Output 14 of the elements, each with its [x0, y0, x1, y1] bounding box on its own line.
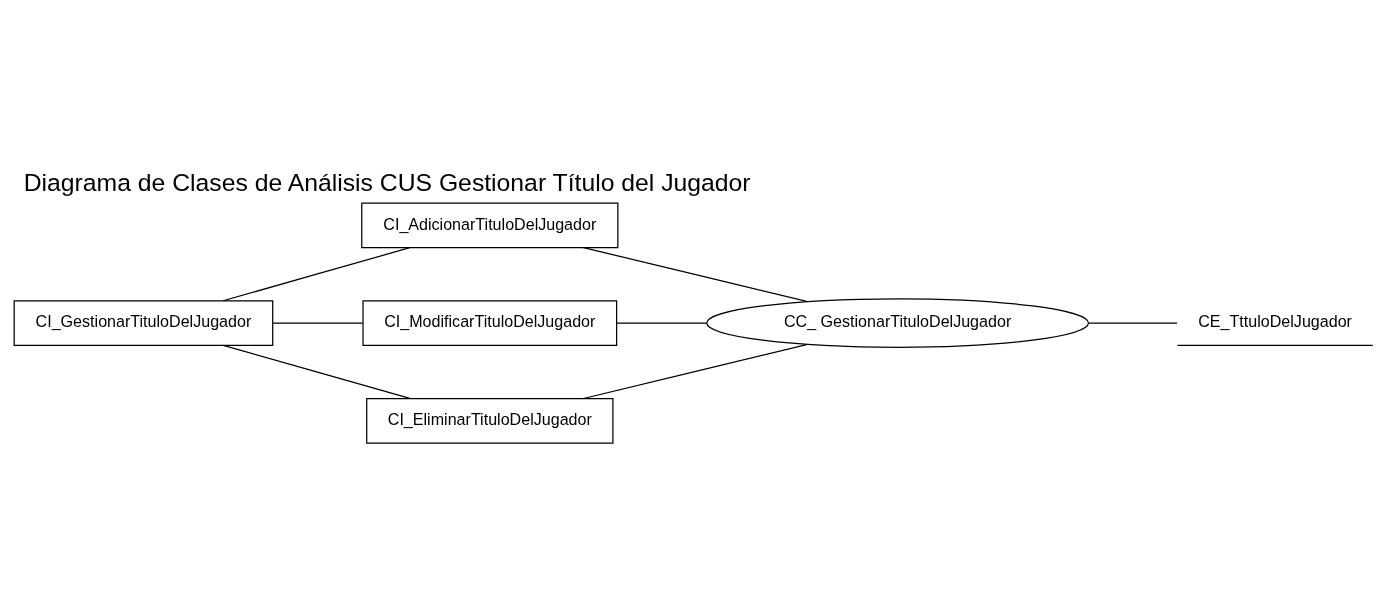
connector: [616, 322, 708, 324]
node-box: CI_AdicionarTituloDelJugador: [361, 202, 619, 249]
node-box: CI_EliminarTituloDelJugador: [366, 397, 614, 444]
connector: [582, 247, 808, 303]
connector: [222, 344, 411, 400]
node-text: CE_TttuloDelJugador: [1198, 312, 1352, 331]
node-box: CI_ModificarTituloDelJugador: [362, 300, 618, 346]
connector: [1087, 322, 1178, 324]
node-box: CI_GestionarTituloDelJugador: [13, 300, 274, 346]
connector: [582, 344, 808, 400]
diagram-title: Diagrama de Clases de Análisis CUS Gestionar Título del Jugador: [23, 168, 751, 196]
connector: [222, 247, 411, 302]
connector: [272, 322, 364, 324]
node-ellipse: CC_ GestionarTituloDelJugador: [706, 298, 1090, 348]
